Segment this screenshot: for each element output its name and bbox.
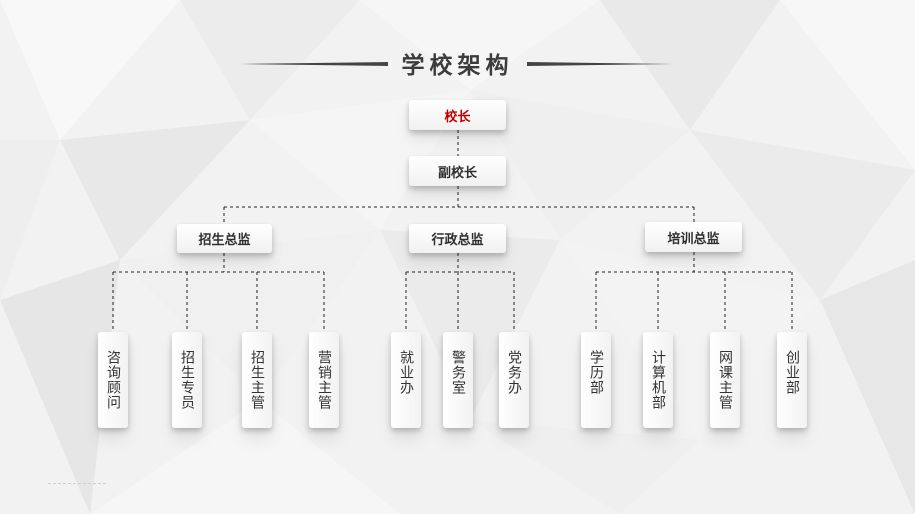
- director-admissions-box: 招生总监: [177, 224, 272, 253]
- dept-box: 招生专员: [172, 332, 202, 428]
- decorative-divider: [48, 483, 106, 484]
- dept-label: 创业部: [784, 350, 800, 395]
- dept-box: 学历部: [581, 332, 611, 428]
- dept-label: 招生专员: [179, 350, 195, 410]
- dept-label: 就业办: [398, 350, 414, 395]
- vice-principal-box: 副校长: [409, 156, 506, 186]
- vice-principal-label: 副校长: [437, 165, 477, 181]
- page-title: 学校架构: [401, 53, 514, 79]
- dept-box: 创业部: [777, 332, 807, 428]
- principal-label: 校长: [444, 109, 471, 125]
- dept-label: 警务室: [450, 350, 466, 395]
- dept-box: 咨询顾问: [98, 332, 128, 428]
- director-training-box: 培训总监: [645, 222, 742, 252]
- dept-box: 营销主管: [309, 332, 339, 428]
- director-administration-box: 行政总监: [409, 224, 506, 253]
- dept-label: 网课主管: [717, 350, 733, 410]
- dept-label: 咨询顾问: [105, 350, 121, 410]
- dept-box: 党务办: [499, 332, 529, 428]
- principal-box: 校长: [409, 100, 506, 130]
- director-label: 行政总监: [431, 233, 484, 248]
- dept-box: 计算机部: [643, 332, 673, 428]
- dept-label: 营销主管: [316, 350, 332, 410]
- dept-label: 招生主管: [249, 350, 265, 410]
- director-label: 培训总监: [667, 231, 720, 247]
- dept-box: 网课主管: [710, 332, 740, 428]
- dept-label: 学历部: [588, 350, 604, 395]
- dept-label: 党务办: [506, 350, 522, 395]
- dept-box: 警务室: [443, 332, 473, 428]
- dept-box: 就业办: [391, 332, 421, 428]
- dept-box: 招生主管: [242, 332, 272, 428]
- dept-label: 计算机部: [650, 350, 666, 410]
- director-label: 招生总监: [198, 233, 251, 248]
